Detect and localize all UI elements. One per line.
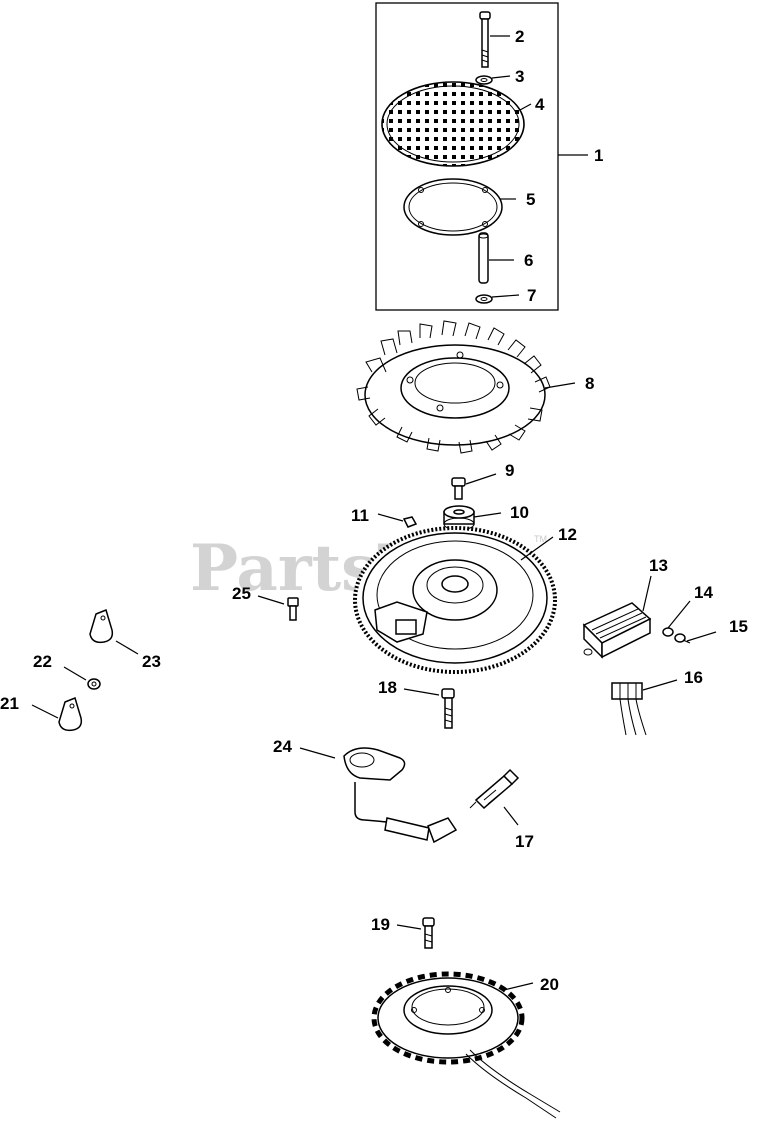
- part-20-stator: [371, 971, 561, 1119]
- callout-12: 12: [558, 525, 577, 544]
- part-23-clamp: [89, 608, 114, 644]
- callout-19: 19: [371, 915, 390, 934]
- callout-8: 8: [585, 374, 594, 393]
- callout-13: 13: [649, 556, 668, 575]
- part-16-connector: [611, 682, 647, 736]
- part-12-flywheel: [353, 526, 557, 674]
- part-8-fan: [356, 320, 551, 454]
- part-2-bolt: [479, 11, 491, 68]
- part-14-washer: [662, 627, 674, 637]
- callout-24: 24: [273, 737, 292, 756]
- callout-25: 25: [232, 584, 251, 603]
- callout-5: 5: [526, 190, 535, 209]
- callout-6: 6: [524, 251, 533, 270]
- part-5-gasket: [403, 178, 503, 236]
- part-19-bolt: [422, 917, 435, 949]
- callout-labels: 1 2 3 4 5 6 7 8 9 10 11 12 13 14 15 16 1…: [0, 27, 748, 994]
- watermark-trademark: TM: [534, 534, 547, 544]
- part-11-key: [402, 516, 418, 528]
- callout-17: 17: [515, 832, 534, 851]
- part-3-washer: [475, 75, 493, 85]
- callout-4: 4: [535, 95, 545, 114]
- callout-20: 20: [540, 975, 559, 994]
- part-25-screw: [287, 597, 299, 621]
- callout-15: 15: [729, 617, 748, 636]
- callout-11: 11: [351, 506, 369, 525]
- leader-lines: [31, 35, 717, 991]
- callout-7: 7: [527, 286, 536, 305]
- part-4-screen: [381, 81, 525, 167]
- callout-14: 14: [694, 583, 713, 602]
- part-9-bolt: [451, 477, 466, 500]
- callout-2: 2: [515, 27, 524, 46]
- callout-3: 3: [515, 67, 524, 86]
- callout-21: 21: [0, 694, 19, 713]
- part-17-spark-plug: [469, 768, 520, 810]
- part-24-ignition-module: [343, 747, 458, 844]
- callout-23: 23: [142, 652, 161, 671]
- part-21-clamp: [58, 696, 83, 732]
- kit-box: [375, 2, 559, 311]
- callout-16: 16: [684, 668, 703, 687]
- part-22-nut: [87, 678, 101, 690]
- part-18-bolt: [441, 688, 455, 729]
- part-6-pin: [478, 232, 489, 284]
- callout-1: 1: [594, 146, 603, 165]
- part-10-spacer: [443, 505, 475, 531]
- callout-10: 10: [510, 503, 529, 522]
- callout-22: 22: [33, 652, 52, 671]
- part-15-screw: [674, 633, 691, 644]
- part-7-washer: [475, 294, 493, 304]
- part-13-rectifier: [582, 602, 652, 659]
- callout-9: 9: [505, 461, 514, 480]
- callout-18: 18: [378, 678, 397, 697]
